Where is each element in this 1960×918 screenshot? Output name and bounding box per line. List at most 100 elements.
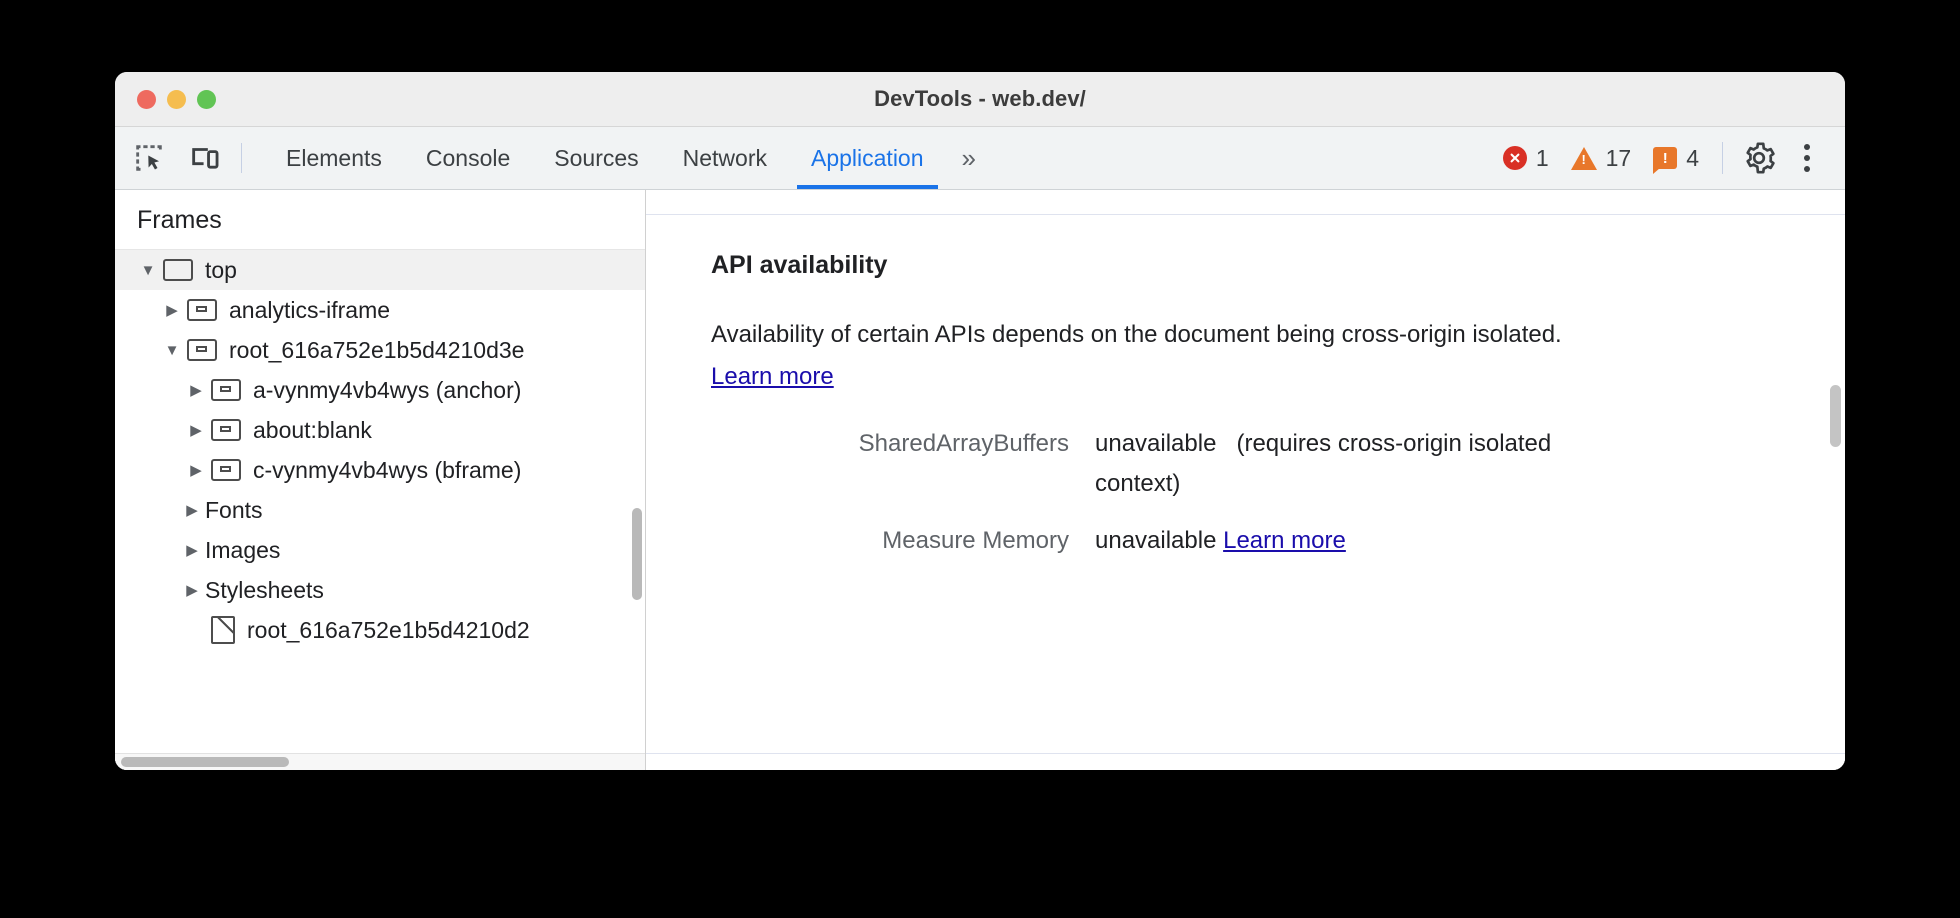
frame-details-panel: API availability Availability of certain…: [646, 190, 1845, 770]
section-title: API availability: [711, 251, 888, 279]
more-tabs-icon[interactable]: »: [961, 142, 976, 173]
issue-icon: !: [1653, 147, 1678, 174]
row-value-group: unavailable (requires cross-origin isola…: [1095, 424, 1565, 503]
panel-top-divider: [646, 214, 1845, 215]
tree-item-images[interactable]: Images: [115, 530, 645, 570]
chevron-down-icon[interactable]: [137, 262, 159, 279]
device-toolbar-icon[interactable]: [177, 127, 233, 189]
frame-icon: [163, 259, 193, 281]
toolbar-right-divider: [1722, 142, 1723, 174]
iframe-icon: [211, 419, 241, 441]
iframe-icon: [211, 379, 241, 401]
tree-item-label: root_616a752e1b5d4210d2: [247, 616, 530, 643]
devtools-toolbar: Elements Console Sources Network Applica…: [115, 127, 1845, 190]
window-titlebar: DevTools - web.dev/: [115, 72, 1845, 127]
warning-counter[interactable]: 17: [1560, 145, 1643, 172]
maximize-window-button[interactable]: [197, 89, 216, 109]
chevron-right-icon[interactable]: [185, 381, 207, 399]
gear-icon[interactable]: [1735, 134, 1783, 182]
close-window-button[interactable]: [137, 89, 156, 109]
devtools-body: Frames top analytics-iframe: [115, 190, 1845, 770]
issues-count: 4: [1686, 144, 1699, 171]
tree-item-bframe[interactable]: c-vynmy4vb4wys (bframe): [115, 450, 645, 490]
error-counter[interactable]: 1: [1492, 145, 1560, 172]
sidebar-header: Frames: [115, 190, 645, 250]
tree-item-stylesheets[interactable]: Stylesheets: [115, 570, 645, 610]
chevron-right-icon[interactable]: [181, 501, 203, 519]
panel-tabs: Elements Console Sources Network Applica…: [264, 127, 992, 189]
issue-glyph: !: [1662, 149, 1668, 167]
row-shared-array-buffers: SharedArrayBuffers unavailable (requires…: [823, 424, 1785, 503]
tree-item-label: top: [205, 256, 237, 283]
chevron-right-icon[interactable]: [185, 461, 207, 479]
iframe-icon: [187, 299, 217, 321]
warning-icon: [1570, 146, 1597, 170]
tab-application[interactable]: Application: [789, 127, 946, 189]
window-traffic-lights: [137, 89, 216, 109]
measure-memory-learn-more-link[interactable]: Learn more: [1223, 527, 1346, 555]
chevron-right-icon[interactable]: [161, 301, 183, 319]
tree-item-fonts[interactable]: Fonts: [115, 490, 645, 530]
tab-console[interactable]: Console: [404, 127, 532, 189]
iframe-icon: [187, 339, 217, 361]
sidebar-vertical-scrollbar[interactable]: [632, 508, 642, 600]
row-value: unavailable: [1095, 430, 1217, 457]
tree-item-label: about:blank: [253, 416, 372, 443]
frames-tree: top analytics-iframe root_616a752e1b5d42…: [115, 250, 645, 770]
devtools-window: DevTools - web.dev/ Elements: [115, 72, 1845, 770]
error-icon: [1502, 146, 1527, 170]
tree-item-stylesheet-file[interactable]: root_616a752e1b5d4210d2: [115, 610, 645, 650]
tree-item-about-blank[interactable]: about:blank: [115, 410, 645, 450]
panel-bottom-divider: [646, 753, 1845, 754]
tree-item-label: a-vynmy4vb4wys (anchor): [253, 376, 522, 403]
tab-network-label: Network: [682, 144, 767, 171]
row-value-group: unavailable Learn more: [1095, 521, 1346, 561]
row-value: unavailable: [1095, 527, 1217, 555]
document-icon: [211, 616, 235, 644]
tab-console-label: Console: [425, 144, 511, 171]
kebab-menu-icon[interactable]: [1783, 134, 1831, 182]
section-description: Availability of certain APIs depends on …: [711, 314, 1616, 398]
row-key: Measure Memory: [882, 527, 1069, 555]
api-availability-section: API availability Availability of certain…: [646, 215, 1845, 770]
chevron-right-icon[interactable]: [185, 421, 207, 439]
tree-item-label: root_616a752e1b5d4210d3e: [229, 336, 525, 363]
panel-vertical-scrollbar[interactable]: [1830, 385, 1841, 447]
iframe-icon: [211, 459, 241, 481]
window-title: DevTools - web.dev/: [874, 86, 1086, 111]
chevron-right-icon[interactable]: [181, 581, 203, 599]
chevron-down-icon[interactable]: [161, 342, 183, 359]
tab-sources[interactable]: Sources: [532, 127, 660, 189]
tab-sources-label: Sources: [554, 144, 639, 171]
warning-count: 17: [1605, 144, 1632, 171]
tree-item-label: Stylesheets: [205, 576, 324, 603]
row-key: SharedArrayBuffers: [858, 430, 1069, 457]
tree-item-analytics-iframe[interactable]: analytics-iframe: [115, 290, 645, 330]
section-description-text: Availability of certain APIs depends on …: [711, 321, 1562, 348]
row-note: (requires cross-origin isolated context): [1095, 430, 1552, 497]
tree-item-label: c-vynmy4vb4wys (bframe): [253, 456, 522, 483]
chevron-right-icon[interactable]: [181, 541, 203, 559]
tree-item-root-frame[interactable]: root_616a752e1b5d4210d3e: [115, 330, 645, 370]
tree-item-label: Images: [205, 536, 281, 563]
toolbar-divider: [241, 143, 242, 173]
tree-item-anchor-frame[interactable]: a-vynmy4vb4wys (anchor): [115, 370, 645, 410]
row-measure-memory: Measure Memory unavailable Learn more: [823, 521, 1785, 561]
sidebar-horizontal-scrollbar-thumb[interactable]: [121, 757, 289, 767]
tab-elements[interactable]: Elements: [264, 127, 404, 189]
sidebar-horizontal-scrollbar-track[interactable]: [115, 753, 645, 770]
tree-item-label: Fonts: [205, 496, 263, 523]
toolbar-right-group: 1 17 ! 4: [1492, 127, 1845, 189]
tree-item-top[interactable]: top: [115, 250, 645, 290]
tab-elements-label: Elements: [286, 144, 382, 171]
frames-sidebar: Frames top analytics-iframe: [115, 190, 646, 770]
api-rows: SharedArrayBuffers unavailable (requires…: [823, 424, 1785, 561]
minimize-window-button[interactable]: [167, 89, 186, 109]
issues-counter[interactable]: ! 4: [1642, 144, 1710, 174]
tree-item-label: analytics-iframe: [229, 296, 391, 323]
tab-network[interactable]: Network: [661, 127, 789, 189]
inspect-element-icon[interactable]: [121, 127, 177, 189]
learn-more-link[interactable]: Learn more: [711, 363, 834, 390]
error-count: 1: [1535, 144, 1549, 171]
